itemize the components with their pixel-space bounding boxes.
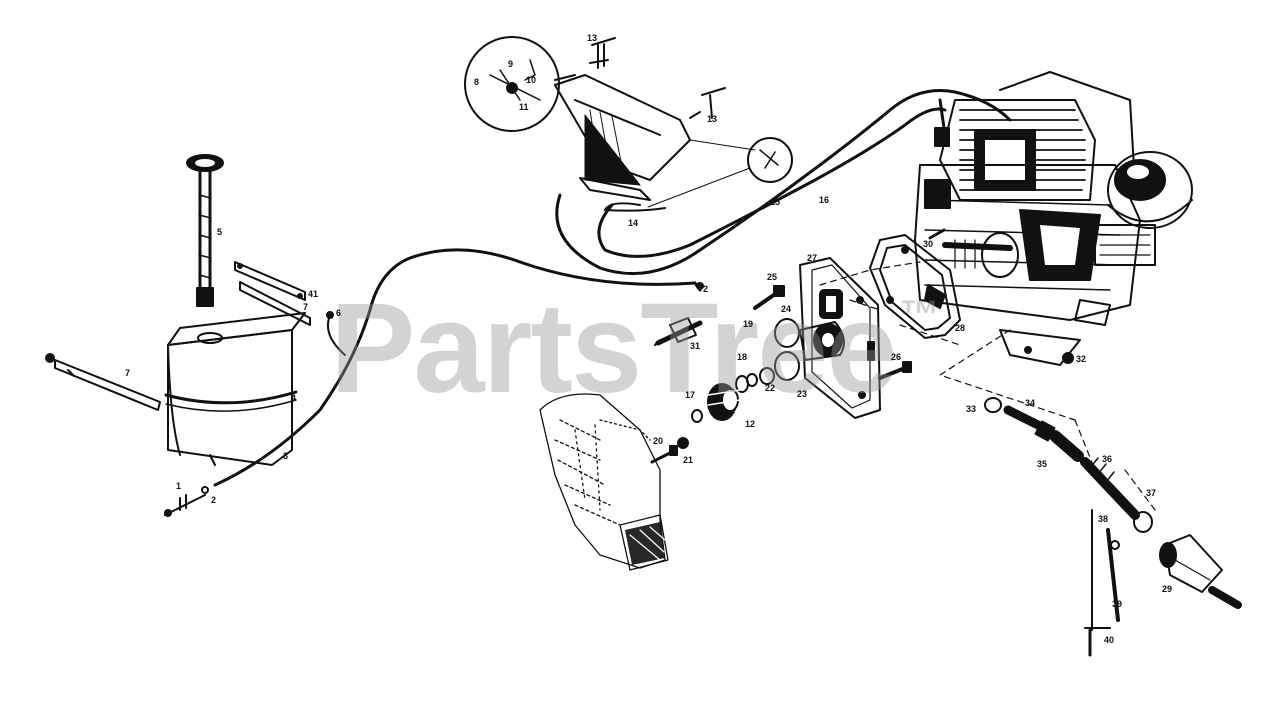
callout-37[interactable]: 37 [1146, 488, 1157, 498]
callout-25[interactable]: 25 [767, 272, 778, 282]
callout-12[interactable]: 12 [745, 419, 756, 429]
ring-33[interactable] [984, 397, 1002, 413]
hose-clamp[interactable] [326, 314, 346, 356]
adapter-plate[interactable] [799, 257, 881, 419]
key[interactable] [691, 409, 703, 423]
callout-16[interactable]: 16 [819, 195, 830, 205]
callout-13[interactable]: 13 [587, 33, 598, 43]
callout-35[interactable]: 35 [1037, 459, 1048, 469]
callout-4[interactable]: 4 [291, 393, 297, 403]
callout-34[interactable]: 34 [1025, 398, 1036, 408]
transmission-housing[interactable] [539, 393, 669, 571]
fuel-gauge-cap[interactable] [186, 154, 224, 307]
callout-28[interactable]: 28 [955, 323, 966, 333]
o-ring[interactable] [774, 351, 800, 381]
callout-39[interactable]: 39 [1112, 599, 1123, 609]
callout-11[interactable]: 11 [519, 102, 529, 112]
engine-crankshaft[interactable] [942, 232, 1019, 278]
bolt-26[interactable] [878, 361, 912, 380]
detail-callout-circle-latch [647, 137, 793, 208]
callout-36[interactable]: 36 [1102, 454, 1113, 464]
ignition-key[interactable] [589, 37, 726, 119]
air-cleaner[interactable] [1107, 151, 1193, 229]
gasket[interactable] [869, 234, 961, 339]
callout-40[interactable]: 40 [1104, 635, 1115, 645]
screw-20[interactable] [650, 445, 678, 464]
callout-23[interactable]: 23 [797, 389, 808, 399]
bolt-25[interactable] [753, 285, 785, 310]
fuel-line[interactable] [213, 248, 697, 487]
callout-17[interactable]: 17 [685, 390, 696, 400]
callout-2[interactable]: 2 [211, 495, 217, 505]
callout-20[interactable]: 20 [653, 436, 664, 446]
callout-21[interactable]: 21 [683, 455, 694, 465]
control-panel[interactable] [554, 74, 691, 212]
callout-6[interactable]: 6 [336, 308, 342, 318]
callout-5[interactable]: 5 [217, 227, 223, 237]
callout-41[interactable]: 41 [308, 289, 319, 299]
callout-10[interactable]: 10 [526, 75, 537, 85]
callout-19[interactable]: 19 [743, 319, 754, 329]
fuel-tank[interactable] [164, 312, 306, 466]
nut-21[interactable] [677, 437, 689, 449]
callout-9[interactable]: 9 [508, 59, 514, 69]
callout-29[interactable]: 29 [1162, 584, 1173, 594]
spacer[interactable] [735, 375, 749, 393]
link-rod[interactable] [1084, 509, 1120, 657]
fuel-shutoff-valve[interactable] [164, 486, 209, 517]
bolt-32[interactable] [1062, 352, 1074, 364]
tank-strap-bracket[interactable] [234, 261, 311, 326]
callout-24[interactable]: 24 [781, 304, 792, 314]
callout-8[interactable]: 8 [474, 77, 480, 87]
callout-38[interactable]: 38 [1098, 514, 1109, 524]
drive-shaft[interactable] [654, 317, 703, 346]
fitting-30[interactable] [928, 228, 946, 240]
engine-assembly[interactable] [914, 71, 1156, 366]
bearing-hub[interactable] [799, 321, 845, 361]
callout-3[interactable]: 3 [283, 451, 289, 461]
callout-13[interactable]: 13 [707, 114, 718, 124]
callout-33[interactable]: 33 [966, 404, 977, 414]
callout-1[interactable]: 1 [176, 481, 182, 491]
callout-7[interactable]: 7 [125, 368, 131, 378]
drive-gear[interactable] [707, 383, 741, 421]
callout-2[interactable]: 2 [703, 284, 709, 294]
callout-26[interactable]: 26 [891, 352, 902, 362]
callout-30[interactable]: 30 [923, 239, 934, 249]
callout-27[interactable]: 27 [807, 253, 818, 263]
pump-29[interactable] [1159, 534, 1242, 609]
choke-cable[interactable] [597, 107, 947, 258]
callout-31[interactable]: 31 [690, 341, 701, 351]
callout-22[interactable]: 22 [765, 383, 776, 393]
callout-15[interactable]: 15 [770, 197, 781, 207]
oil-seal[interactable] [774, 318, 800, 348]
detail-callout-circle-switch [464, 36, 576, 132]
washer[interactable] [759, 367, 775, 385]
callout-32[interactable]: 32 [1076, 354, 1087, 364]
coupling-assembly[interactable] [1003, 405, 1153, 533]
callout-14[interactable]: 14 [628, 218, 639, 228]
callout-18[interactable]: 18 [737, 352, 748, 362]
tank-strap[interactable] [45, 353, 161, 411]
throttle-cable[interactable] [555, 88, 1012, 275]
leader-lines [819, 261, 1156, 511]
callout-7[interactable]: 7 [303, 302, 309, 312]
